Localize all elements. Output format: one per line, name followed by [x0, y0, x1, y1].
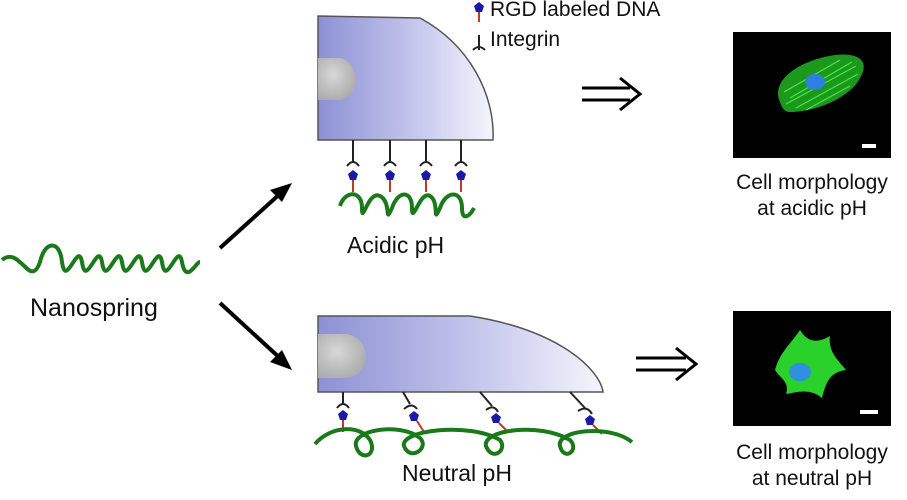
- acidic-integrin-rgd-links: [346, 140, 468, 167]
- acidic-rgd-markers: [348, 170, 466, 192]
- neutral-micrograph: [733, 311, 891, 426]
- acidic-caption-line-1: Cell morphology: [736, 171, 888, 194]
- neutral-nucleus: [318, 334, 367, 378]
- legend-integrin-label: Integrin: [490, 28, 561, 51]
- neutral-ph-label: Neutral pH: [402, 460, 512, 486]
- acidic-morphology-caption: Cell morphology at acidic pH: [712, 170, 907, 222]
- neutral-caption-line-1: Cell morphology: [736, 441, 888, 464]
- double-arrow-neutral-icon: [636, 346, 699, 382]
- neutral-integrin-rgd-links: [336, 391, 593, 415]
- neutral-caption-line-2: at neutral pH: [751, 467, 873, 490]
- arrow-to-neutral-icon: [218, 301, 292, 370]
- acidic-caption-line-2: at acidic pH: [757, 197, 867, 220]
- legend-integrin-icon: [472, 35, 486, 51]
- acidic-cell: [317, 15, 494, 141]
- nanospring-coil: [0, 243, 201, 275]
- legend-rgd-icon: [474, 2, 484, 22]
- acidic-compressed-spring: [338, 192, 476, 219]
- neutral-extended-spring: [313, 427, 634, 458]
- legend-rgd-label: RGD labeled DNA: [490, 0, 661, 21]
- acidic-ph-label: Acidic pH: [347, 232, 445, 258]
- acidic-micrograph: [733, 32, 891, 158]
- acidic-nucleus: [318, 58, 356, 100]
- neutral-morphology-caption: Cell morphology at neutral pH: [712, 440, 907, 492]
- scale-bar-icon: [862, 144, 876, 148]
- nanospring-label: Nanospring: [30, 294, 158, 322]
- double-arrow-acidic-icon: [582, 76, 643, 112]
- neutral-cell: [317, 315, 604, 393]
- arrow-to-acidic-icon: [218, 183, 292, 250]
- scale-bar-icon: [860, 410, 878, 414]
